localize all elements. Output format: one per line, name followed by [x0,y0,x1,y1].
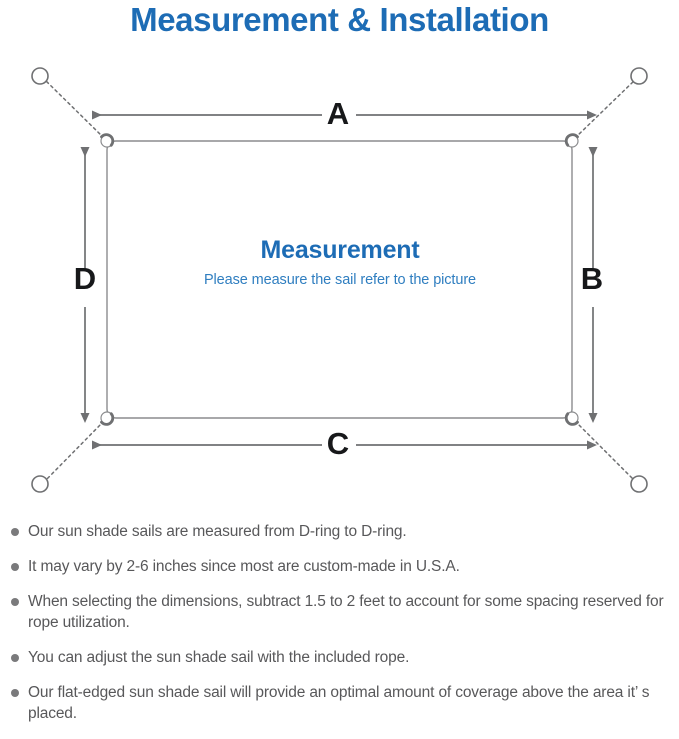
anchor-point-top-right [630,67,648,85]
dimension-label-b: B [580,261,604,296]
anchor-point-bottom-right [630,475,648,493]
sail-rectangle [106,140,573,419]
dimension-label-d: D [73,261,97,296]
note-text: Our flat-edged sun shade sail will provi… [28,684,650,722]
note-text: Our sun shade sails are measured from D-… [28,523,407,540]
rope-top-right [574,78,637,139]
note-item: Our sun shade sails are measured from D-… [0,521,679,542]
notes-list: Our sun shade sails are measured from D-… [0,521,679,738]
d-ring-bottom-left [100,411,115,426]
bullet-icon [11,598,19,606]
page-title: Measurement & Installation [130,1,549,38]
bullet-icon [11,654,19,662]
d-ring-top-left [100,133,115,148]
rope-lines [43,78,637,483]
note-item: It may vary by 2-6 inches since most are… [0,556,679,577]
note-text: When selecting the dimensions, subtract … [28,593,664,631]
d-ring-top-right [564,133,579,148]
d-ring-bottom-right [564,411,579,426]
rope-bottom-left [43,420,105,483]
dimension-label-c: C [326,426,350,461]
bullet-icon [11,528,19,536]
d-rings [100,133,579,426]
bullet-icon [11,563,19,571]
rope-top-left [43,78,105,139]
note-item: When selecting the dimensions, subtract … [0,591,679,633]
rope-bottom-right [574,420,637,483]
dimension-label-a: A [326,96,350,131]
diagram-svg [31,67,648,493]
sail-caption-subtitle: Please measure the sail refer to the pic… [203,272,477,288]
sail-caption: Measurement Please measure the sail refe… [110,235,570,291]
dimension-arrows [80,110,598,450]
sail-caption-heading: Measurement [260,236,420,264]
bullet-icon [11,689,19,697]
note-item: You can adjust the sun shade sail with t… [0,647,679,668]
anchor-point-top-left [31,67,49,85]
measurement-diagram: A B C D Measurement Please measure the s… [0,45,679,515]
anchor-point-bottom-left [31,475,49,493]
note-text: You can adjust the sun shade sail with t… [28,649,410,666]
anchor-points [31,67,648,493]
note-item: Our flat-edged sun shade sail will provi… [0,682,679,724]
note-text: It may vary by 2-6 inches since most are… [28,558,460,575]
